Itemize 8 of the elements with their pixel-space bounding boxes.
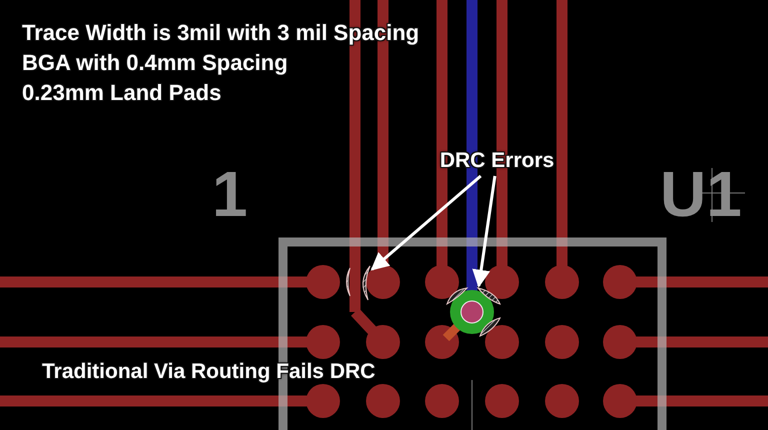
note-text: 0.23mm Land Pads	[22, 82, 222, 104]
arrow	[370, 174, 482, 271]
note-text: Traditional Via Routing Fails DRC	[42, 361, 376, 382]
silkscreen-label: 1	[212, 162, 248, 226]
arrow	[472, 176, 496, 288]
drc-error-marker	[346, 266, 370, 300]
note-text: BGA with 0.4mm Spacing	[22, 52, 288, 74]
drc-error-marker	[446, 288, 500, 336]
